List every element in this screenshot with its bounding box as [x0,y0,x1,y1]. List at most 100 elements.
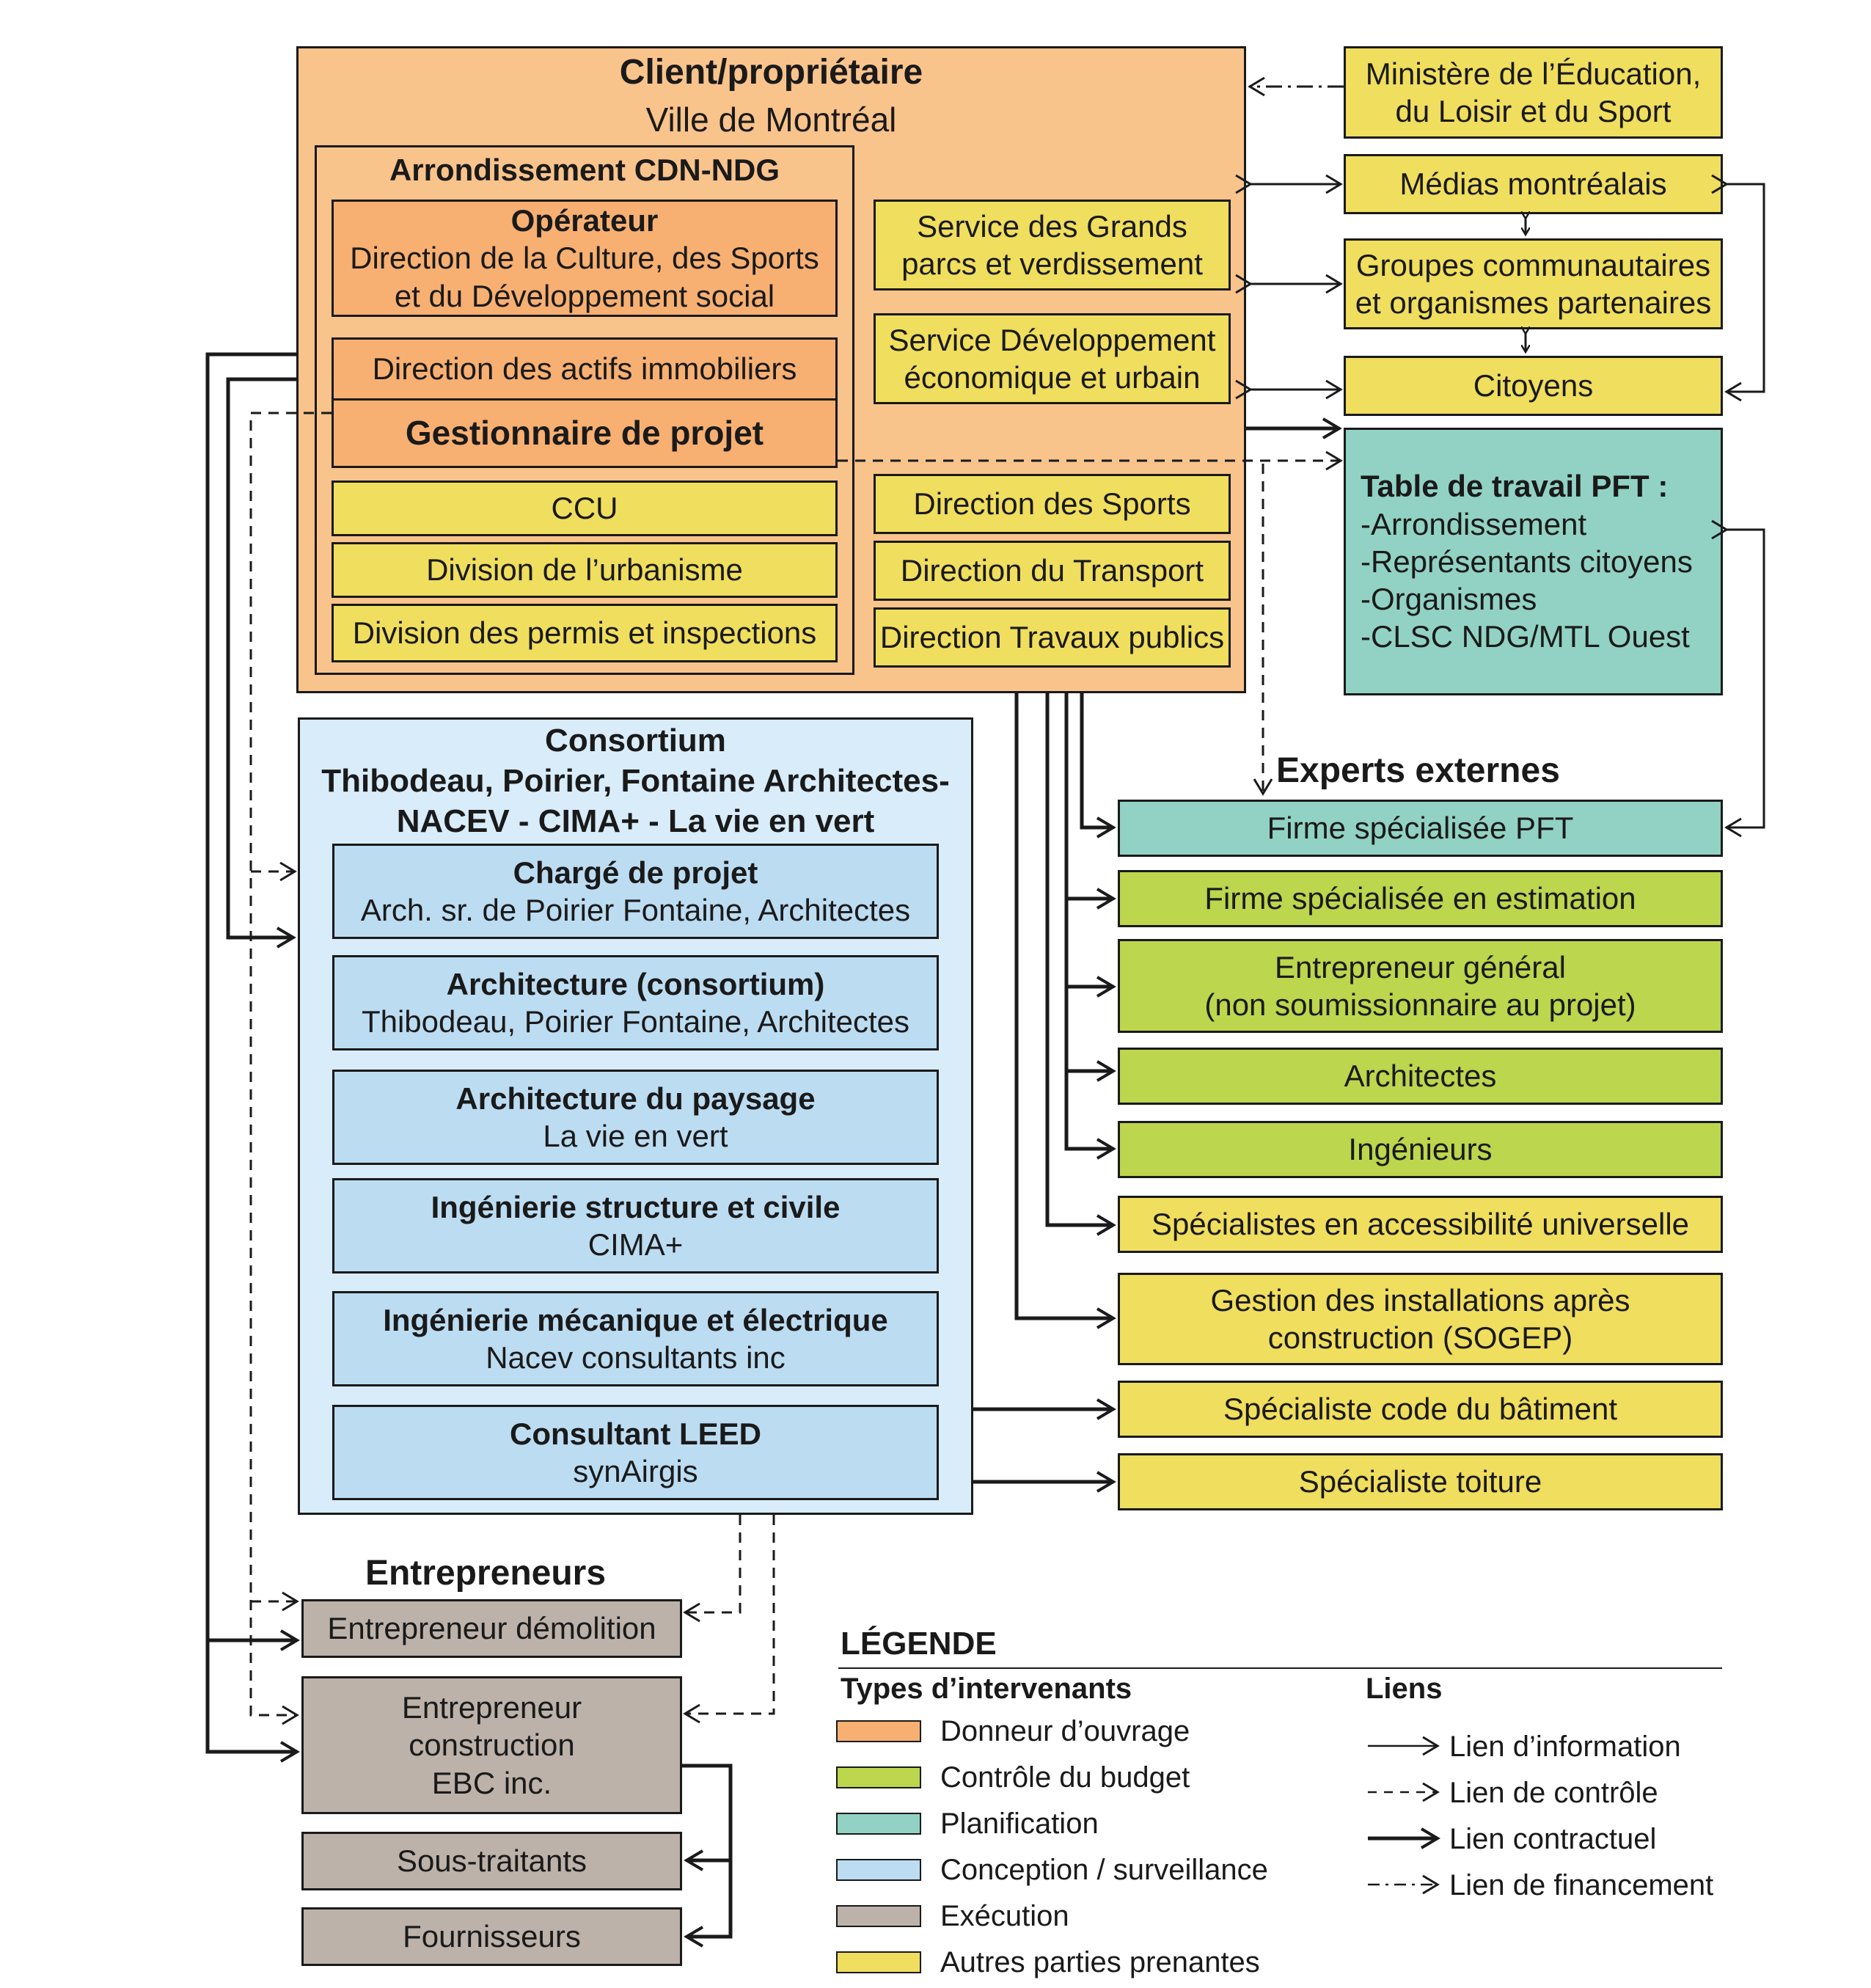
fournisseurs-box: Fournisseurs [301,1907,682,1966]
construction-box: Entrepreneur construction EBC inc. [301,1676,682,1814]
firme-pft-label: Firme spécialisée PFT [1267,811,1574,846]
ccu-box: CCU [332,480,838,536]
medias-label: Médias montréalais [1399,167,1667,202]
service-dev-line2: économique et urbain [904,360,1201,395]
contract-link-sogep [1014,693,1116,1329]
contract-link-fournisseurs [684,1860,733,1948]
contract-link-left-outer [205,352,300,1763]
member-title: Architecture du paysage [455,1081,816,1116]
ministere-box: Ministère de l’Éducation, du Loisir et d… [1344,46,1723,139]
demolition-box: Entrepreneur démolition [301,1599,682,1658]
control-link-consortium-demolition [683,1515,742,1623]
info-bracket-medias-citoyens [1711,174,1765,402]
info-bracket-pft [1711,519,1765,838]
member-title: Consultant LEED [510,1416,761,1451]
contract-link-sous-traitants [682,1764,733,1871]
contract-link-accessibilite [1045,693,1116,1236]
member-title: Architecture (consortium) [446,966,825,1001]
dir-sports-box: Direction des Sports [874,474,1231,534]
service-dev-box: Service Développement économique et urba… [874,313,1231,404]
sogep-line2: construction (SOGEP) [1267,1320,1573,1355]
consortium-line3: NACEV - CIMA+ - La vie en vert [396,803,875,839]
contract-link-firme-pft [1080,693,1116,838]
construction-line1: Entrepreneur [401,1690,582,1725]
dir-travaux-box: Direction Travaux publics [874,607,1231,668]
contract-link-estimation [1064,693,1116,910]
ministere-line2: du Loisir et du Sport [1395,94,1672,128]
contract-link-ingenieurs [1064,899,1116,1160]
member-title: Chargé de projet [513,855,758,890]
gestionnaire-box: Gestionnaire de projet [332,398,838,468]
member-title: Ingénierie mécanique et électrique [383,1302,888,1337]
sogep-box: Gestion des installations après construc… [1118,1273,1723,1365]
consortium-member: Chargé de projet Arch. sr. de Poirier Fo… [332,844,939,939]
firme-estimation-box: Firme spécialisée en estimation [1118,870,1723,927]
legend-type-label: Conception / surveillance [940,1854,1268,1886]
legend-swatch-execution [836,1905,921,1927]
entrepreneur-general-box: Entrepreneur général (non soumissionnair… [1118,939,1723,1033]
table-pft-box: Table de travail PFT : -Arrondissement -… [1344,428,1723,695]
architectes-box: Architectes [1118,1048,1723,1105]
legend-type-label: Donneur d’ouvrage [940,1715,1190,1747]
groupes-line2: et organismes partenaires [1355,285,1712,320]
table-pft-item: -Organismes [1361,582,1537,617]
ingenieurs-label: Ingénieurs [1348,1132,1493,1167]
dir-transport-label: Direction du Transport [900,553,1204,588]
legend-links-title: Liens [1366,1673,1443,1705]
member-sub: La vie en vert [543,1119,728,1153]
legend-swatch-planification [836,1813,921,1835]
citoyens-box: Citoyens [1344,356,1723,416]
dir-travaux-label: Direction Travaux publics [879,620,1225,655]
consortium-member: Consultant LEED synAirgis [332,1405,939,1500]
member-sub: Arch. sr. de Poirier Fontaine, Architect… [360,893,911,927]
fournisseurs-label: Fournisseurs [403,1919,581,1954]
operateur-line2: et du Développement social [394,278,775,313]
entrepreneurs-heading: Entrepreneurs [365,1554,607,1593]
table-pft-title: Table de travail PFT : [1361,469,1669,504]
member-sub: synAirgis [573,1454,698,1488]
table-pft-item: -CLSC NDG/MTL Ouest [1361,619,1690,654]
sogep-line1: Gestion des installations après [1210,1282,1630,1318]
citoyens-label: Citoyens [1473,368,1594,403]
consortium-member: Architecture du paysage La vie en vert [332,1070,939,1165]
control-link-consortium-construction [683,1515,775,1724]
ministere-line1: Ministère de l’Éducation, [1365,56,1702,91]
member-sub: Nacev consultants inc [486,1340,786,1375]
client-subtitle: Ville de Montréal [645,101,897,139]
construction-line3: EBC inc. [431,1765,552,1800]
legend-types-title: Types d’intervenants [841,1673,1132,1705]
groupes-box: Groupes communautaires et organismes par… [1344,238,1723,329]
sous-traitants-box: Sous-traitants [301,1832,682,1890]
experts-heading: Experts externes [1276,751,1560,790]
service-parcs-box: Service des Grands parcs et verdissement [874,200,1231,290]
client-title: Client/propriétaire [619,53,923,92]
legend-swatch-conception [836,1859,921,1881]
table-pft-item: -Représentants citoyens [1361,544,1693,579]
consortium-line2: Thibodeau, Poirier, Fontaine Architectes… [321,763,950,799]
firme-pft-box: Firme spécialisée PFT [1118,800,1723,857]
table-pft-item: -Arrondissement [1361,506,1587,541]
ccu-label: CCU [551,491,618,526]
control-link-left [249,412,332,1725]
legend-type-label: Autres parties prenantes [940,1946,1260,1978]
member-sub: CIMA+ [587,1227,684,1262]
operateur-box: Opérateur Direction de la Culture, des S… [332,200,838,317]
dir-transport-box: Direction du Transport [874,541,1231,601]
dir-sports-label: Direction des Sports [913,486,1191,522]
legend-title: LÉGENDE [841,1626,997,1662]
consortium-line1: Consortium [545,723,726,759]
legend-type-label: Contrôle du budget [940,1761,1190,1794]
actifs-label: Direction des actifs immobiliers [372,351,797,387]
member-sub: Thibodeau, Poirier Fontaine, Architectes [361,1004,910,1039]
demolition-label: Entrepreneur démolition [327,1611,656,1646]
operateur-line1: Direction de la Culture, des Sports [350,241,819,276]
code-batiment-label: Spécialiste code du bâtiment [1223,1392,1617,1427]
code-batiment-box: Spécialiste code du bâtiment [1118,1381,1723,1438]
legend-link-label: Lien de financement [1449,1869,1714,1901]
arrondissement-title: Arrondissement CDN-NDG [389,153,780,187]
actifs-box: Direction des actifs immobiliers [332,337,838,401]
urbanisme-box: Division de l’urbanisme [332,542,838,598]
consortium-member: Architecture (consortium) Thibodeau, Poi… [332,955,939,1050]
entrepreneur-general-line1: Entrepreneur général [1275,949,1566,984]
